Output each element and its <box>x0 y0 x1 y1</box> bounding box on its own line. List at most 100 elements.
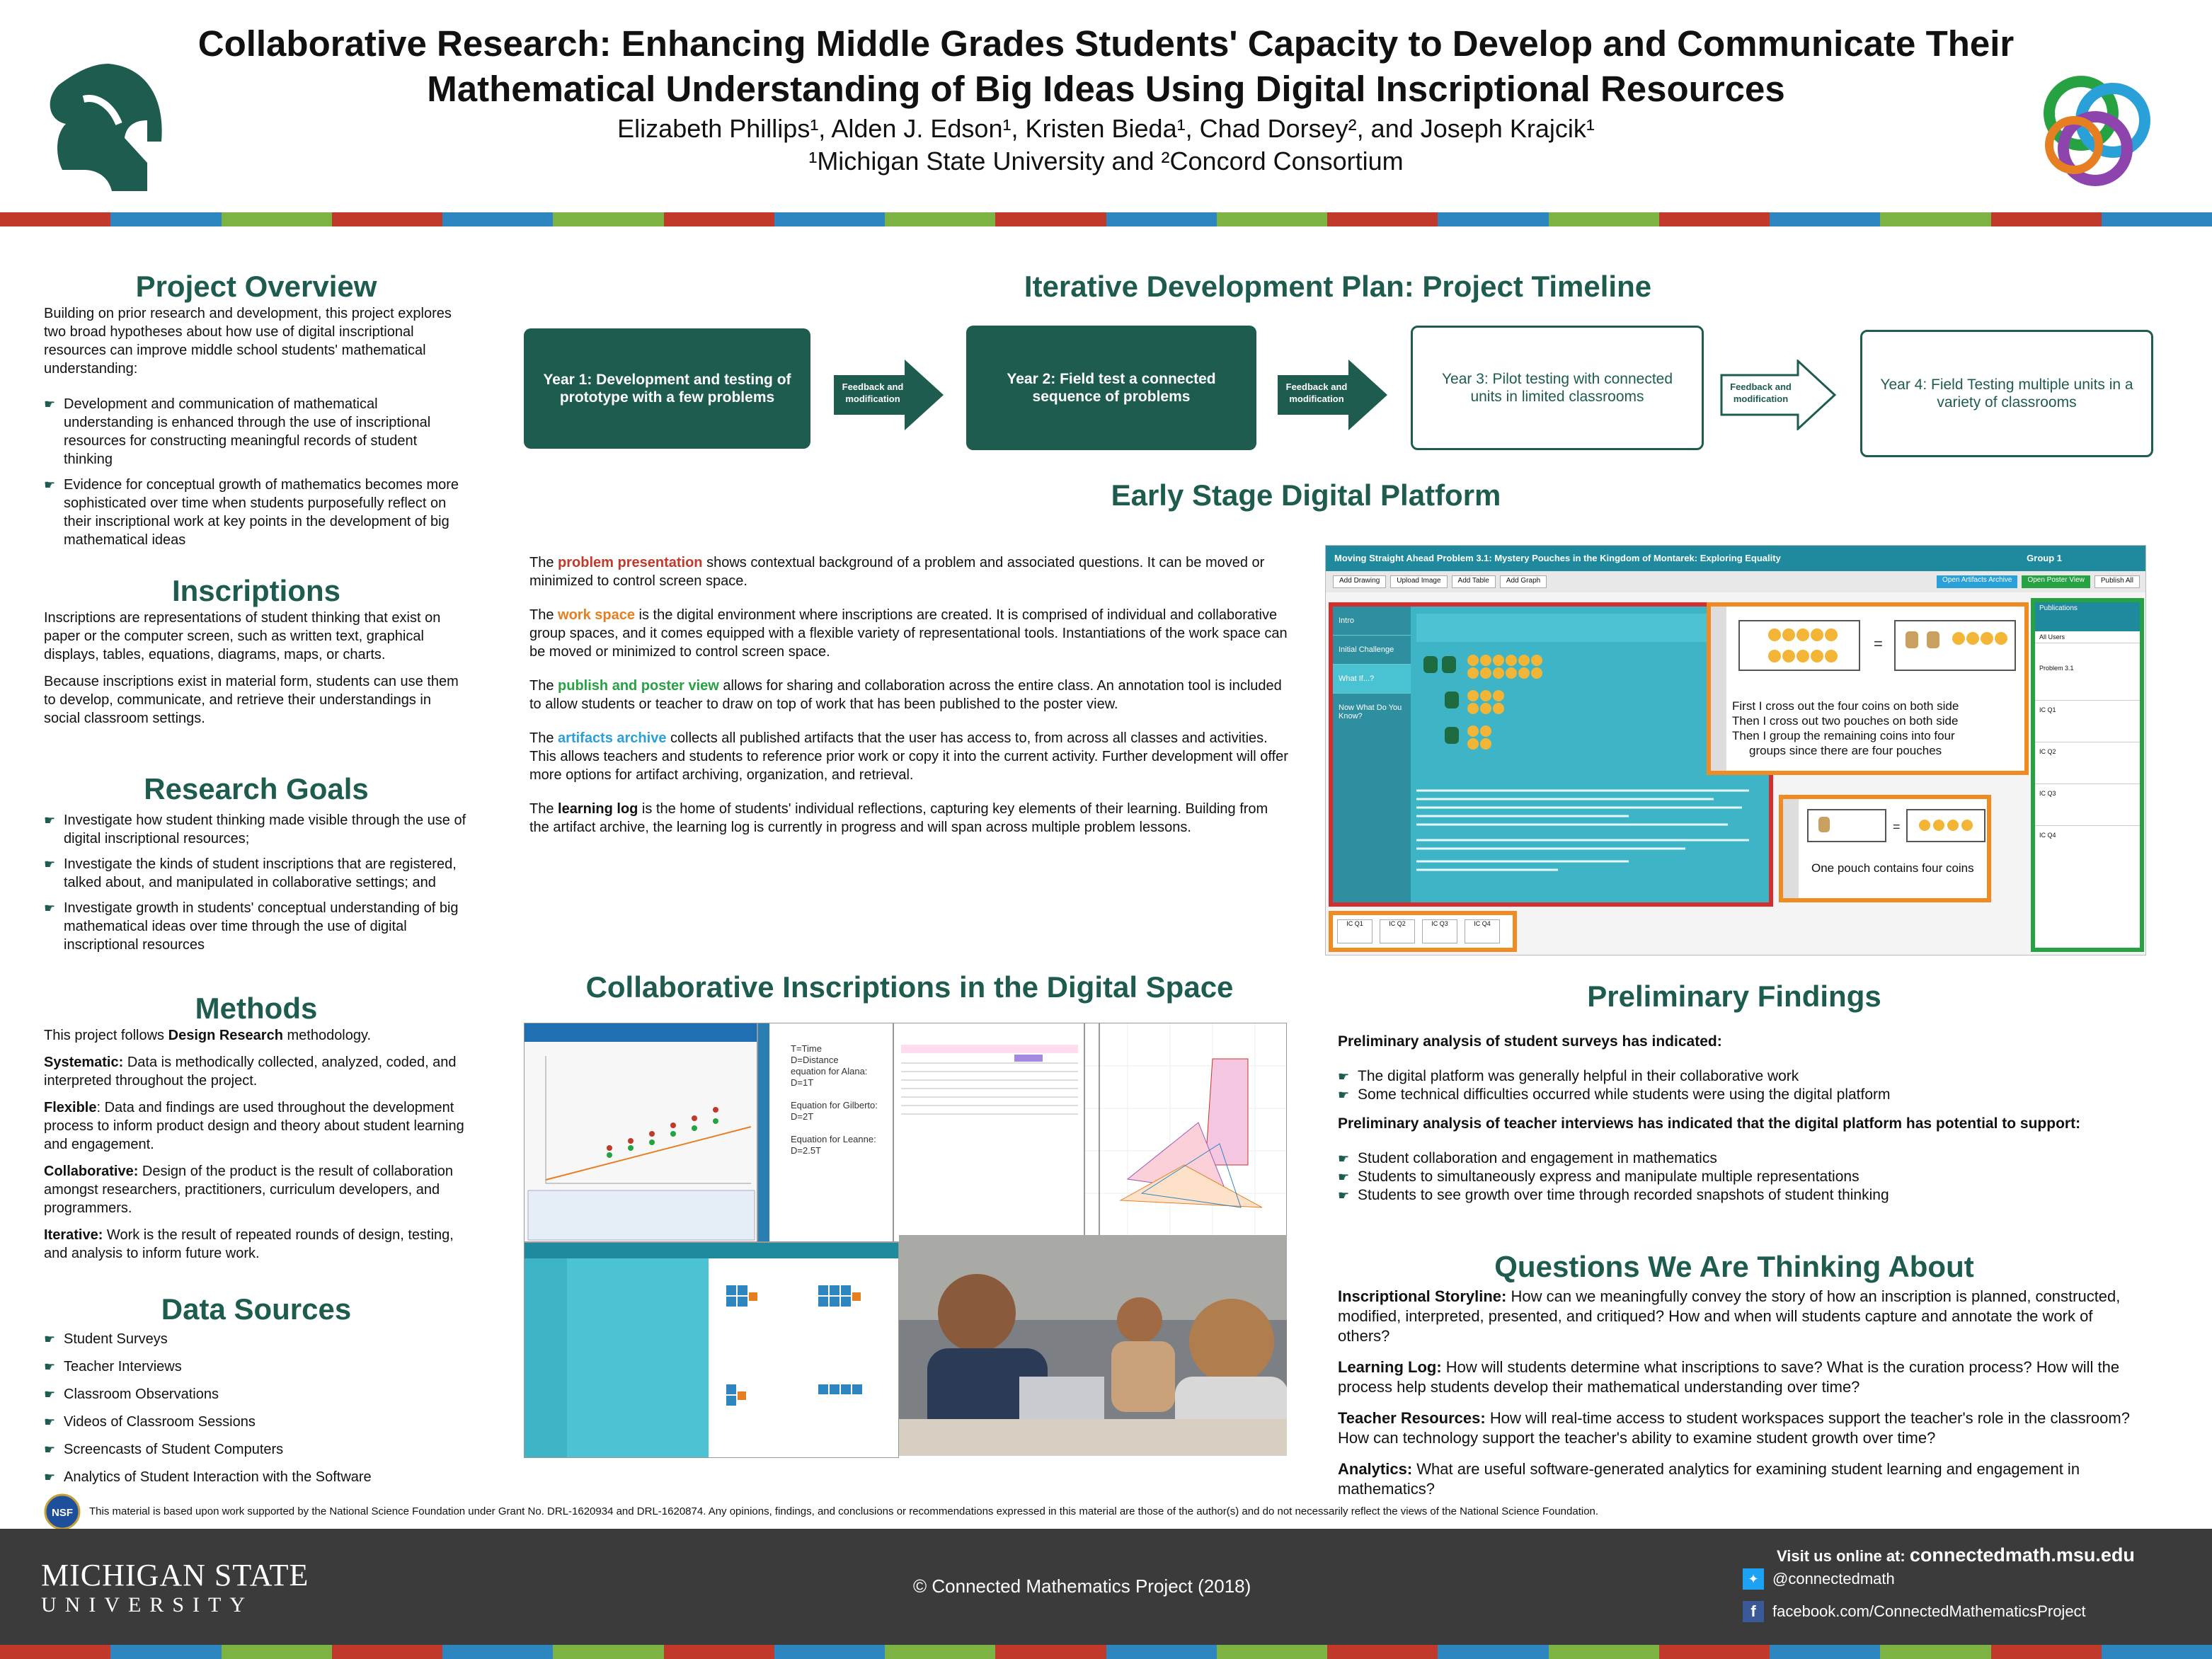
findings-bullet: The digital platform was generally helpf… <box>1338 1067 2138 1086</box>
platform-para: The learning log is the home of students… <box>529 801 1268 835</box>
graph-screenshot <box>524 1023 757 1242</box>
source-bullet: Screencasts of Student Computers <box>44 1440 469 1459</box>
stripe-segment <box>1880 1645 1991 1659</box>
annotation-text-2: One pouch contains four coins <box>1811 861 1974 875</box>
timeline-year1: Year 1: Development and testing of proto… <box>524 328 810 449</box>
tab-intro[interactable]: Intro <box>1333 607 1411 636</box>
publication-item[interactable]: IC Q4 <box>2039 832 2056 839</box>
facebook-row[interactable]: f facebook.com/ConnectedMathematicsProje… <box>1743 1601 2086 1622</box>
stripe-segment <box>0 1645 111 1659</box>
website-link[interactable]: connectedmath.msu.edu <box>1909 1544 2135 1566</box>
screenshot-group: Group 1 <box>2027 553 2062 563</box>
poster-title: Collaborative Research: Enhancing Middle… <box>106 21 2106 112</box>
source-bullet: Classroom Observations <box>44 1385 469 1403</box>
thumbnail[interactable]: IC Q3 <box>1422 919 1457 943</box>
arrow-label-line2: modification <box>845 394 900 404</box>
stripe-segment <box>0 212 111 226</box>
data-sources: Data Sources Student Surveys Teacher Int… <box>44 1292 469 1496</box>
stripe-segment <box>110 212 222 226</box>
thumbnail[interactable]: IC Q1 <box>1337 919 1373 943</box>
overview-bullet: Development and communication of mathema… <box>44 395 469 469</box>
facebook-link: facebook.com/ConnectedMathematicsProject <box>1772 1602 2086 1620</box>
add-table-button[interactable]: Add Table <box>1451 575 1496 588</box>
classroom-photo <box>899 1235 1287 1456</box>
publication-item[interactable]: IC Q2 <box>2035 742 2140 784</box>
method-item: Systematic: Data is methodically collect… <box>44 1055 457 1089</box>
findings-bullet: Student collaboration and engagement in … <box>1338 1149 2138 1168</box>
sources-heading: Data Sources <box>161 1292 352 1326</box>
timeline-year4: Year 4: Field Testing multiple units in … <box>1860 330 2153 457</box>
question-item: Analytics: What are useful software-gene… <box>1338 1460 2080 1498</box>
stripe-segment <box>553 1645 664 1659</box>
work-space-panel-2: = One pouch contains four coins <box>1779 795 1991 902</box>
question-item: Learning Log: How will students determin… <box>1338 1358 2120 1396</box>
header-stripe <box>0 212 2212 226</box>
goals-heading: Research Goals <box>144 772 369 805</box>
artifacts-key: artifacts archive <box>558 730 667 746</box>
goal-bullet: Investigate the kinds of student inscrip… <box>44 855 469 892</box>
tab-initial-challenge[interactable]: Initial Challenge <box>1333 636 1411 665</box>
publish-all-button[interactable]: Publish All <box>2094 575 2140 588</box>
platform-screenshot: Moving Straight Ahead Problem 3.1: Myste… <box>1325 545 2146 955</box>
twitter-row[interactable]: ✦ @connectedmath <box>1743 1568 1895 1590</box>
publication-item[interactable]: Problem 3.1 <box>2035 643 2140 701</box>
svg-text:=: = <box>1893 820 1901 834</box>
inscriptions-p1: Inscriptions are representations of stud… <box>44 610 441 662</box>
stripe-segment <box>1770 212 1881 226</box>
thumbnail[interactable]: IC Q4 <box>1465 919 1500 943</box>
stripe-segment <box>221 1645 332 1659</box>
question-item: Inscriptional Storyline: How can we mean… <box>1338 1287 2121 1345</box>
findings-bullet: Students to simultaneously express and m… <box>1338 1168 2138 1186</box>
publication-item[interactable]: IC Q3 <box>2035 784 2140 826</box>
stripe-segment <box>774 212 885 226</box>
timeline-year3: Year 3: Pilot testing with connected uni… <box>1411 326 1704 450</box>
goal-bullet: Investigate growth in students' conceptu… <box>44 899 469 954</box>
geometry-screenshot <box>1084 1023 1287 1242</box>
table-screenshot <box>893 1023 1084 1242</box>
overview-bullet: Evidence for conceptual growth of mathem… <box>44 476 469 549</box>
stripe-segment <box>221 212 332 226</box>
arrow-label-line1: Feedback and <box>842 381 904 392</box>
stripe-segment <box>553 212 664 226</box>
app-titlebar <box>525 1243 898 1258</box>
stripe-segment <box>885 212 996 226</box>
problem-screenshot-2 <box>524 1242 899 1458</box>
footer: MICHIGAN STATE UNIVERSITY © Connected Ma… <box>0 1529 2212 1645</box>
work-space-key: work space <box>558 607 635 623</box>
stripe-segment <box>1880 212 1991 226</box>
stripe-segment <box>110 1645 222 1659</box>
stripe-segment <box>442 1645 554 1659</box>
scatter-plot-image <box>525 1042 757 1241</box>
title-line-2: Mathematical Understanding of Big Ideas … <box>427 69 1785 109</box>
tab-now-what[interactable]: Now What Do You Know? <box>1339 704 1402 721</box>
open-artifacts-button[interactable]: Open Artifacts Archive <box>1937 575 2018 588</box>
thumbnail[interactable]: IC Q2 <box>1380 919 1415 943</box>
msu-wordmark: MICHIGAN STATE UNIVERSITY <box>41 1558 309 1618</box>
annotation-text-1: First I cross out the four coins on both… <box>1732 699 1959 757</box>
findings-survey-intro: Preliminary analysis of student surveys … <box>1338 1033 1722 1050</box>
add-graph-button[interactable]: Add Graph <box>1499 575 1547 588</box>
learning-log-key: learning log <box>558 801 638 817</box>
publications-filter[interactable]: All Users <box>2035 631 2140 643</box>
feedback-arrow-icon: Feedback and modification <box>834 360 944 430</box>
drawing-toolbar <box>1711 607 1726 771</box>
add-drawing-button[interactable]: Add Drawing <box>1333 575 1387 588</box>
stripe-segment <box>885 1645 996 1659</box>
tab-what-if[interactable]: What If...? <box>1333 665 1411 694</box>
upload-image-button[interactable]: Upload Image <box>1390 575 1448 588</box>
findings-bullet: Students to see growth over time through… <box>1338 1186 2138 1205</box>
publish-key: publish and poster view <box>558 678 719 694</box>
methods-intro: This project follows Design Research met… <box>44 1028 372 1043</box>
screenshot-title: Moving Straight Ahead Problem 3.1: Myste… <box>1334 553 1781 563</box>
publication-item[interactable]: IC Q1 <box>2035 701 2140 742</box>
problem-content <box>1416 614 1763 897</box>
stripe-segment <box>1990 212 2102 226</box>
stripe-segment <box>1327 212 1438 226</box>
method-item: Flexible: Data and findings are used thr… <box>44 1100 464 1152</box>
platform-para: The artifacts archive collects all publi… <box>529 730 1288 783</box>
findings-bullet: Some technical difficulties occurred whi… <box>1338 1086 2138 1104</box>
open-poster-button[interactable]: Open Poster View <box>2022 575 2090 588</box>
stripe-segment <box>331 212 442 226</box>
twitter-handle: @connectedmath <box>1772 1570 1895 1588</box>
